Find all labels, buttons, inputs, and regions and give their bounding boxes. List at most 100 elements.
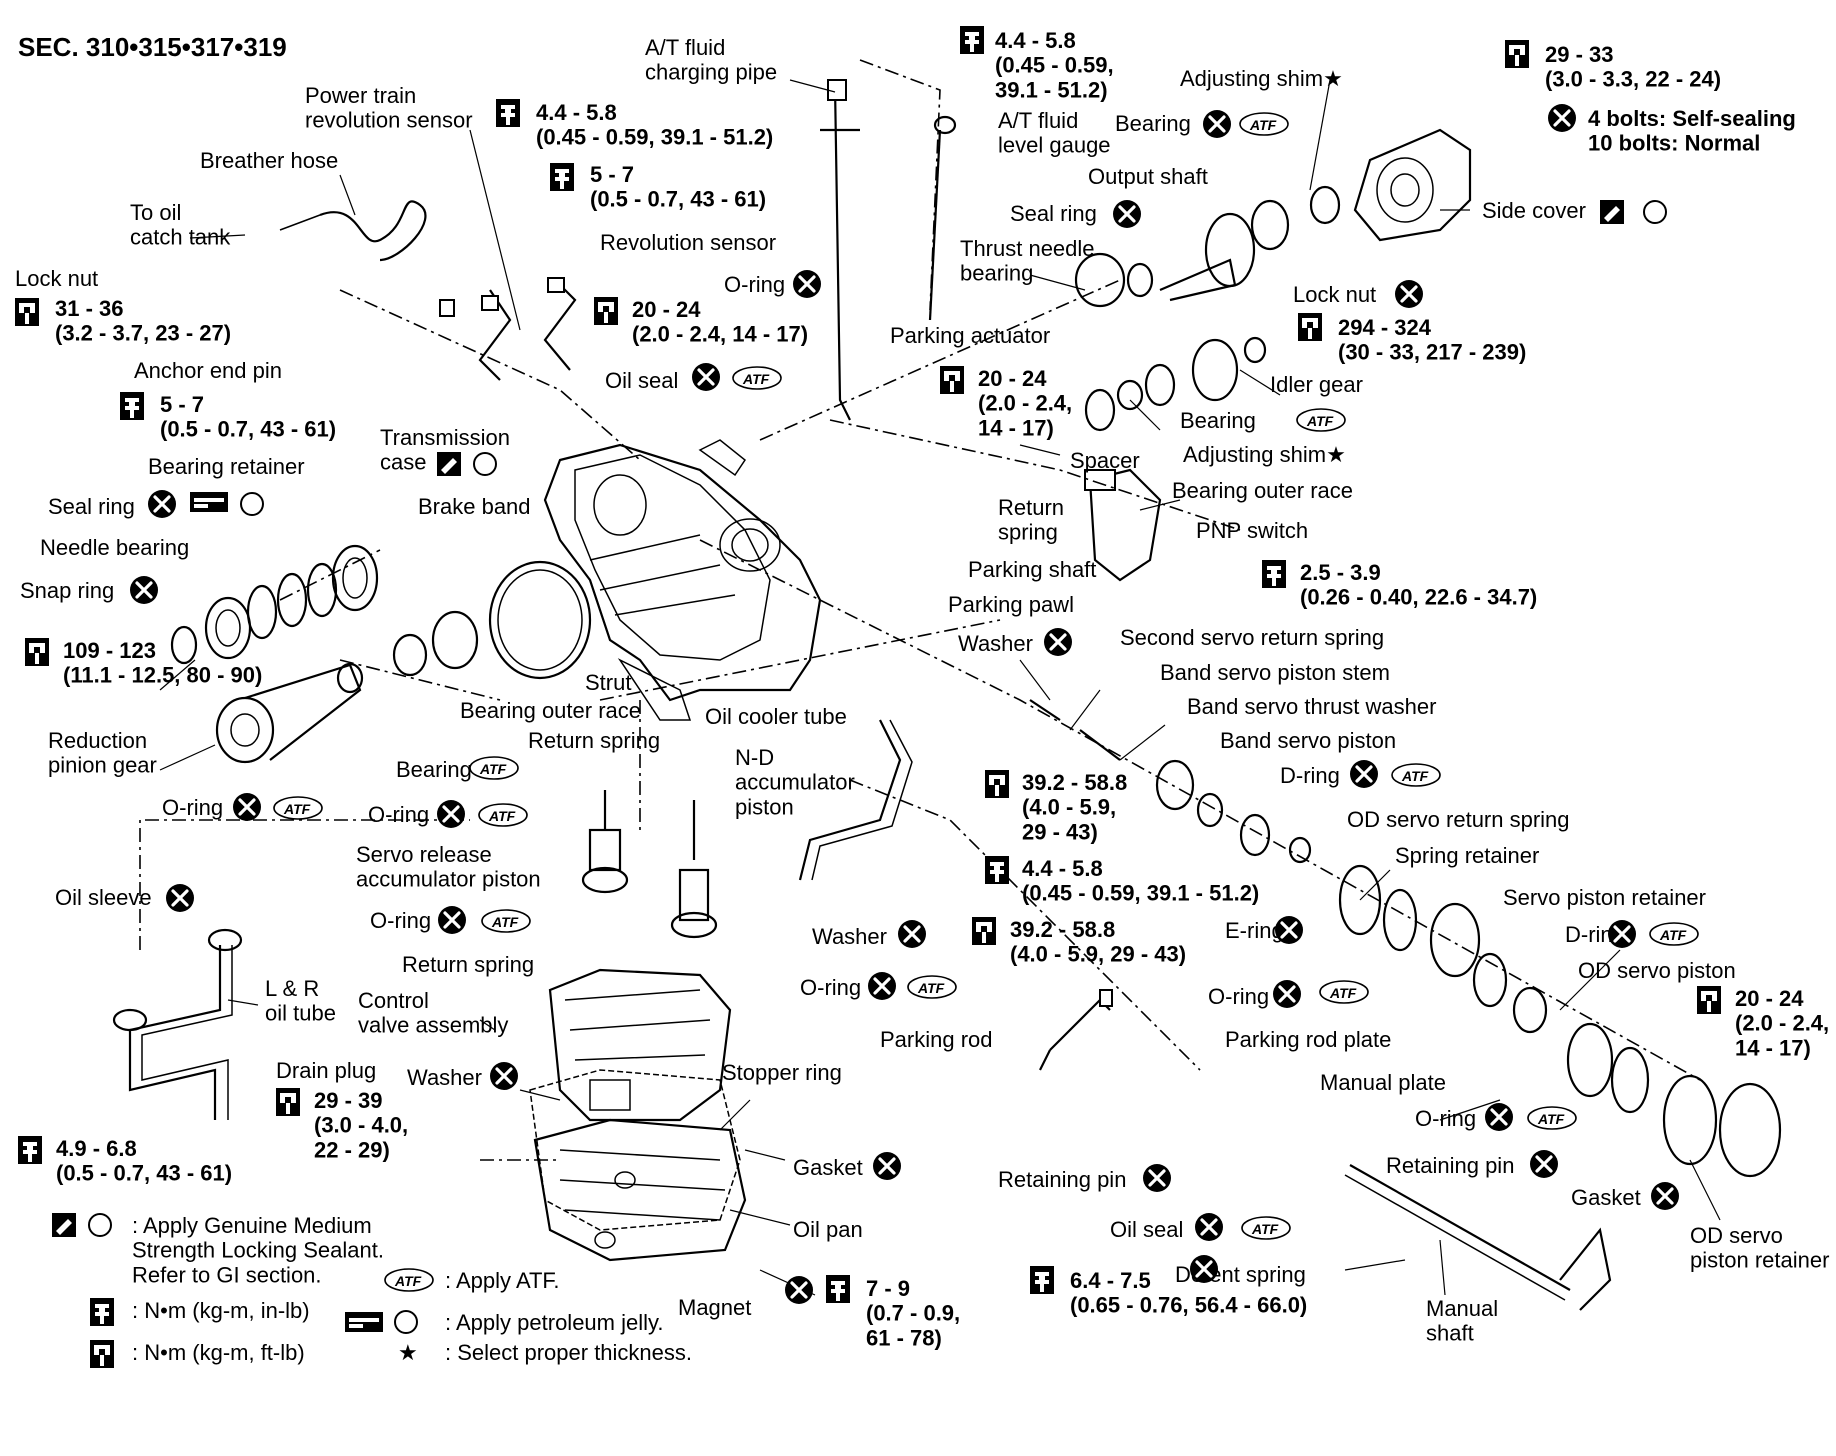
x-icon (1201, 108, 1233, 140)
atf-text: ATF (1306, 413, 1334, 429)
label-parking-shaft: Parking shaft (968, 557, 1096, 582)
label-oil-seal-1: Oil seal (605, 368, 678, 393)
x-icon (783, 1274, 815, 1306)
label-bearing-1: Bearing (1115, 111, 1191, 136)
label-needle-bearing: Needle bearing (40, 535, 189, 560)
label-return-spring-3: Return spring (402, 952, 534, 977)
label-lock-nut-1: Lock nut (15, 266, 98, 291)
oil-pan-drawing (533, 1118, 747, 1262)
charging-pipe-drawing (820, 79, 860, 421)
label-magnet: Magnet (678, 1295, 751, 1320)
atf-text: ATF (1401, 768, 1429, 784)
atf-text: ATF (917, 980, 945, 996)
label-idler-gear: Idler gear (1270, 372, 1363, 397)
label-washer-1: Washer (958, 631, 1033, 656)
label-return-spring-2: Return spring (528, 728, 660, 753)
level-gauge-drawing (928, 115, 957, 321)
legend-nm-inlb: : N•m (kg-m, in-lb) (132, 1298, 310, 1323)
atf-text: ATF (1537, 1111, 1565, 1127)
x-icon (1271, 978, 1303, 1010)
label-o-ring-3: O-ring (368, 802, 429, 827)
label-bearing-outer-race-2: Bearing outer race (460, 698, 641, 723)
label-bearing-2: Bearing (1180, 408, 1256, 433)
label-bearing-outer-race-1: Bearing outer race (1172, 478, 1353, 503)
parts-artwork (112, 59, 1782, 1311)
label-oil-cooler-tube: Oil cooler tube (705, 704, 847, 729)
wrench-ftlb-icon (90, 1340, 114, 1368)
side-cover-drawing (1353, 128, 1472, 242)
x-icon (1393, 278, 1425, 310)
torque-specs: 4.4 - 5.8(0.45 - 0.59,39.1 - 51.2) 29 - … (15, 26, 1829, 1350)
torque-cooler-2: 4.4 - 5.8(0.45 - 0.59, 39.1 - 51.2) (1022, 856, 1259, 906)
legend-star: : Select proper thickness. (445, 1340, 692, 1365)
x-icon (871, 1150, 903, 1182)
x-icon (1193, 1211, 1225, 1243)
atf-text: ATF (394, 1273, 422, 1289)
label-o-ring-4: O-ring (370, 908, 431, 933)
p-circle-icon (394, 1310, 418, 1334)
wrench-ftlb-icon (276, 1088, 300, 1116)
label-strut: Strut (585, 670, 631, 695)
sealant-icon (1600, 200, 1624, 224)
wrench-ftlb-icon (594, 297, 618, 325)
label-gasket-2: Gasket (1571, 1185, 1641, 1210)
l-circle-icon (1643, 200, 1667, 224)
wrench-ftlb-icon (985, 770, 1009, 798)
label-revolution-sensor: Revolution sensor (600, 230, 776, 255)
x-icon (128, 574, 160, 606)
torque-cooler-1: 39.2 - 58.8(4.0 - 5.9,29 - 43) (1022, 770, 1127, 844)
label-parking-rod-plate: Parking rod plate (1225, 1027, 1391, 1052)
torque-sensor: 4.4 - 5.8(0.45 - 0.59, 39.1 - 51.2) (536, 100, 773, 150)
brake-band-drawing (488, 560, 592, 680)
l-circle-icon (473, 452, 497, 476)
leader-lines (159, 79, 1721, 1296)
reduction-pinion-gear-drawing (215, 610, 479, 764)
wrench-ftlb-icon (1298, 313, 1322, 341)
wrench-inlb-icon (960, 26, 984, 54)
label-parking-pawl: Parking pawl (948, 592, 1074, 617)
sensors-drawing (439, 277, 577, 381)
torque-reduction-pinion: 109 - 123(11.1 - 12.5, 80 - 90) (63, 638, 262, 688)
label-gasket-1: Gasket (793, 1155, 863, 1180)
label-oil-seal-2: Oil seal (1110, 1217, 1183, 1242)
torque-cooler-3: 39.2 - 58.8(4.0 - 5.9, 29 - 43) (1010, 917, 1186, 967)
p-circle-icon (240, 492, 264, 516)
wrench-ftlb-icon (15, 298, 39, 326)
section-title: SEC. 310•315•317•319 (18, 32, 287, 62)
label-retaining-pin-2: Retaining pin (1386, 1153, 1514, 1178)
wrench-inlb-icon (18, 1136, 42, 1164)
wrench-ftlb-icon (1505, 40, 1529, 68)
label-parking-rod: Parking rod (880, 1027, 993, 1052)
star-icon: ★ (398, 1340, 418, 1365)
label-od-servo-return-spring: OD servo return spring (1347, 807, 1570, 832)
wrench-inlb-icon (496, 99, 520, 127)
label-second-servo-return-spring: Second servo return spring (1120, 625, 1384, 650)
label-o-ring-7: O-ring (1415, 1106, 1476, 1131)
atf-text: ATF (742, 371, 770, 387)
label-bearing-3: Bearing (396, 757, 472, 782)
label-d-ring-1: D-ring (1280, 763, 1340, 788)
torque-od-servo: 20 - 24(2.0 - 2.4,14 - 17) (1735, 986, 1829, 1060)
label-brake-band: Brake band (418, 494, 531, 519)
label-bearing-retainer: Bearing retainer (148, 454, 305, 479)
manual-shaft-drawing (1344, 1164, 1612, 1311)
x-icon (1528, 1148, 1560, 1180)
torque-pnp-switch: 2.5 - 3.9(0.26 - 0.40, 22.6 - 34.7) (1300, 560, 1537, 610)
legend-jelly: : Apply petroleum jelly. (445, 1310, 663, 1335)
oil-cooler-tube-drawing (798, 719, 913, 881)
label-breather-hose: Breather hose (200, 148, 338, 173)
l-circle-icon (88, 1213, 112, 1237)
atf-text: ATF (283, 801, 311, 817)
wrench-ftlb-icon (940, 366, 964, 394)
torque-anchor-pin: 5 - 7(0.5 - 0.7, 43 - 61) (160, 392, 336, 442)
